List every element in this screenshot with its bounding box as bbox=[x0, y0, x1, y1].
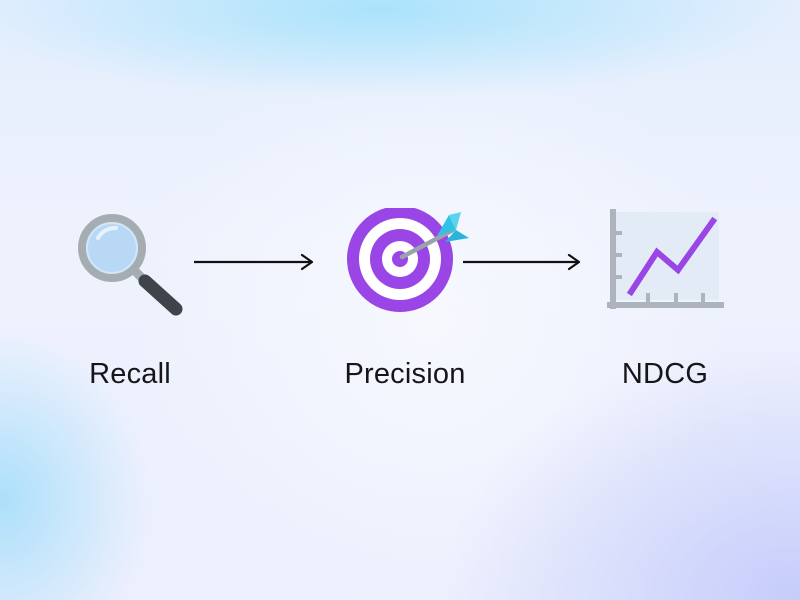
node-label-precision: Precision bbox=[344, 358, 466, 390]
node-label-recall: Recall bbox=[89, 358, 171, 390]
flow-arrow bbox=[463, 253, 581, 271]
line-chart-icon bbox=[607, 209, 724, 309]
node-label-ndcg: NDCG bbox=[621, 358, 709, 390]
flow-arrow bbox=[194, 253, 314, 271]
target-dart-icon bbox=[347, 208, 469, 312]
magnifying-glass-icon bbox=[78, 214, 183, 316]
